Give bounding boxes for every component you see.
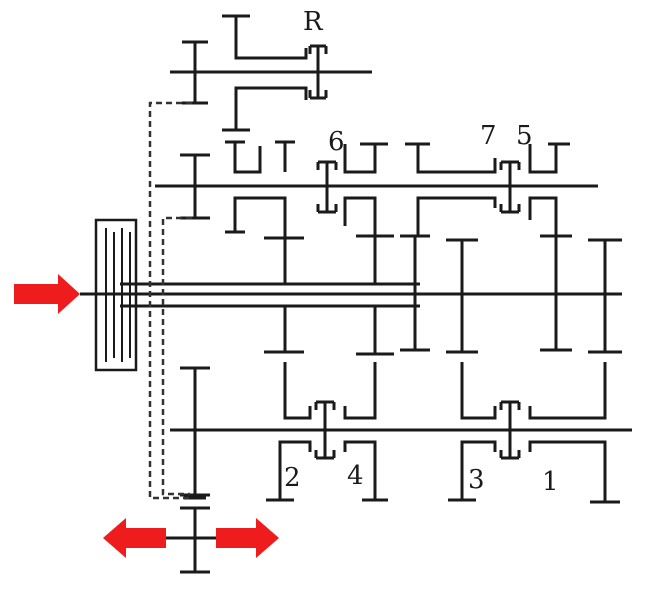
upper-layshaft	[155, 140, 598, 238]
label-gear1: 1	[542, 467, 559, 497]
label-reverse: R	[303, 7, 324, 37]
output-arrow-left	[103, 518, 166, 558]
label-gear4: 4	[347, 461, 364, 491]
label-gear7: 7	[480, 121, 497, 151]
output-differential	[162, 496, 218, 574]
dashed-links	[148, 101, 192, 500]
label-gear6: 6	[328, 127, 345, 157]
label-gear5: 5	[516, 121, 533, 151]
schematic-lines	[80, 14, 632, 574]
label-gear2: 2	[284, 463, 301, 493]
reverse-shaft	[170, 14, 372, 132]
label-gear3: 3	[468, 465, 485, 495]
input-arrow	[14, 274, 80, 314]
lower-layshaft	[170, 362, 632, 504]
output-arrow-right	[216, 518, 279, 558]
input-shafts	[80, 282, 622, 308]
input-shaft-gears	[264, 234, 622, 356]
